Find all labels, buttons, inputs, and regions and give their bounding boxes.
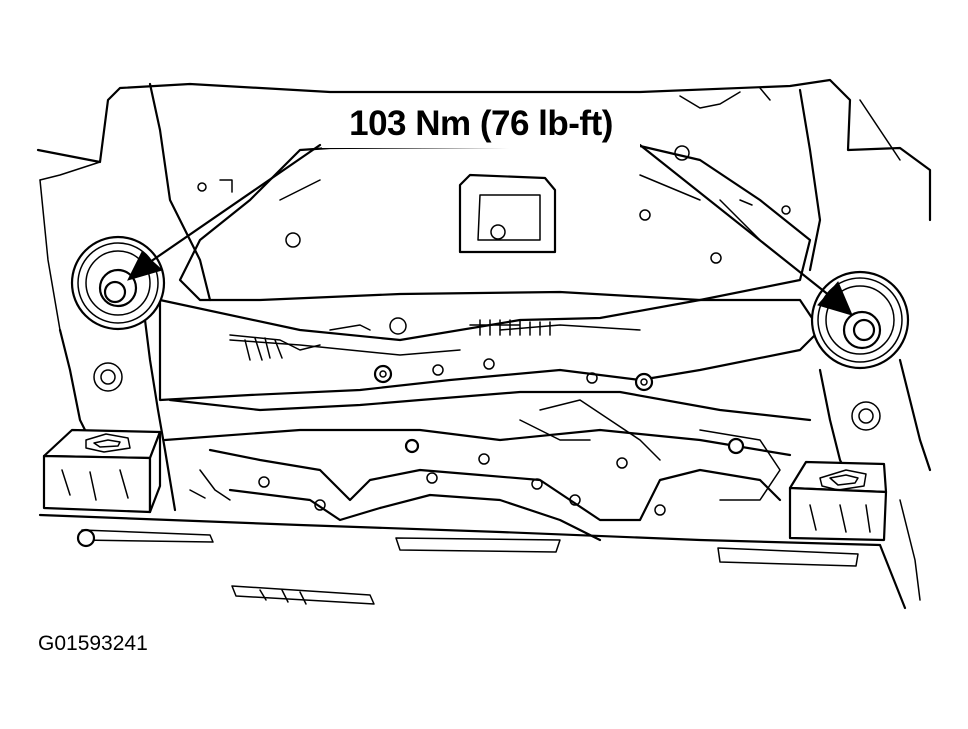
- brace-bolts: [373, 364, 745, 455]
- steering-rack: [229, 317, 551, 361]
- leader-arrows: [127, 143, 853, 316]
- right-arrowhead: [817, 281, 853, 316]
- right-lift-pad: [788, 460, 888, 542]
- oil-pan: [189, 399, 782, 542]
- right-subframe-bolt: [810, 270, 910, 370]
- figure-id: G01593241: [38, 632, 148, 655]
- crossmember: [178, 144, 812, 302]
- left-subframe-bolt: [70, 235, 166, 331]
- lift-platform: [38, 513, 907, 610]
- floor-pan: [36, 78, 932, 331]
- torque-callout: 103 Nm (76 lb-ft): [322, 100, 640, 148]
- left-arrowhead: [127, 251, 163, 281]
- torque-spec-label: 103 Nm (76 lb-ft): [349, 104, 613, 143]
- left-lift-pad: [42, 428, 162, 514]
